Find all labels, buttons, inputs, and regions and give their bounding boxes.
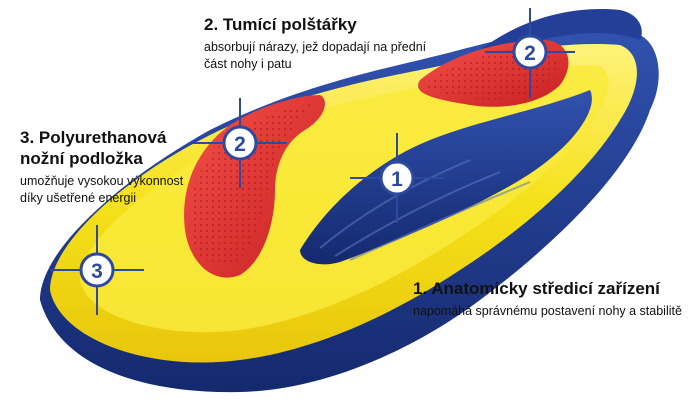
callout-foam-layer-title-line1: 3. Polyurethanová [20,128,167,147]
svg-text:3: 3 [91,260,103,283]
callout-foam-layer-title-line2: nožní podložka [20,149,143,168]
callout-damping-pads-title: 2. Tumící polštářky [204,15,357,34]
callout-foam-layer-description: umožňuje vysokou výkonnost díky ušetřené… [20,174,184,205]
marker-1-arch: 1 [379,160,415,196]
svg-text:2: 2 [234,133,246,156]
callout-damping-pads-description: absorbují nárazy, jež dopadají na přední… [204,40,427,71]
marker-3-foam: 3 [79,252,115,288]
insole-toe-edge [480,9,642,60]
callout-damping-pads: 2. Tumící polštářky absorbují nárazy, je… [204,14,444,73]
callout-centering-device-description: napomáhá správnému postavení nohy a stab… [413,304,682,318]
marker-2-heel: 2 [222,125,258,161]
callout-centering-device-title: 1. Anatomicky středicí zařízení [413,279,660,298]
svg-text:1: 1 [391,168,403,191]
marker-2-forefoot: 2 [512,34,548,70]
callout-foam-layer: 3. Polyurethanová nožní podložka umožňuj… [20,127,195,207]
arch-support [300,90,592,265]
callout-centering-device: 1. Anatomicky středicí zařízení napomáhá… [413,278,683,320]
svg-text:2: 2 [524,42,536,65]
